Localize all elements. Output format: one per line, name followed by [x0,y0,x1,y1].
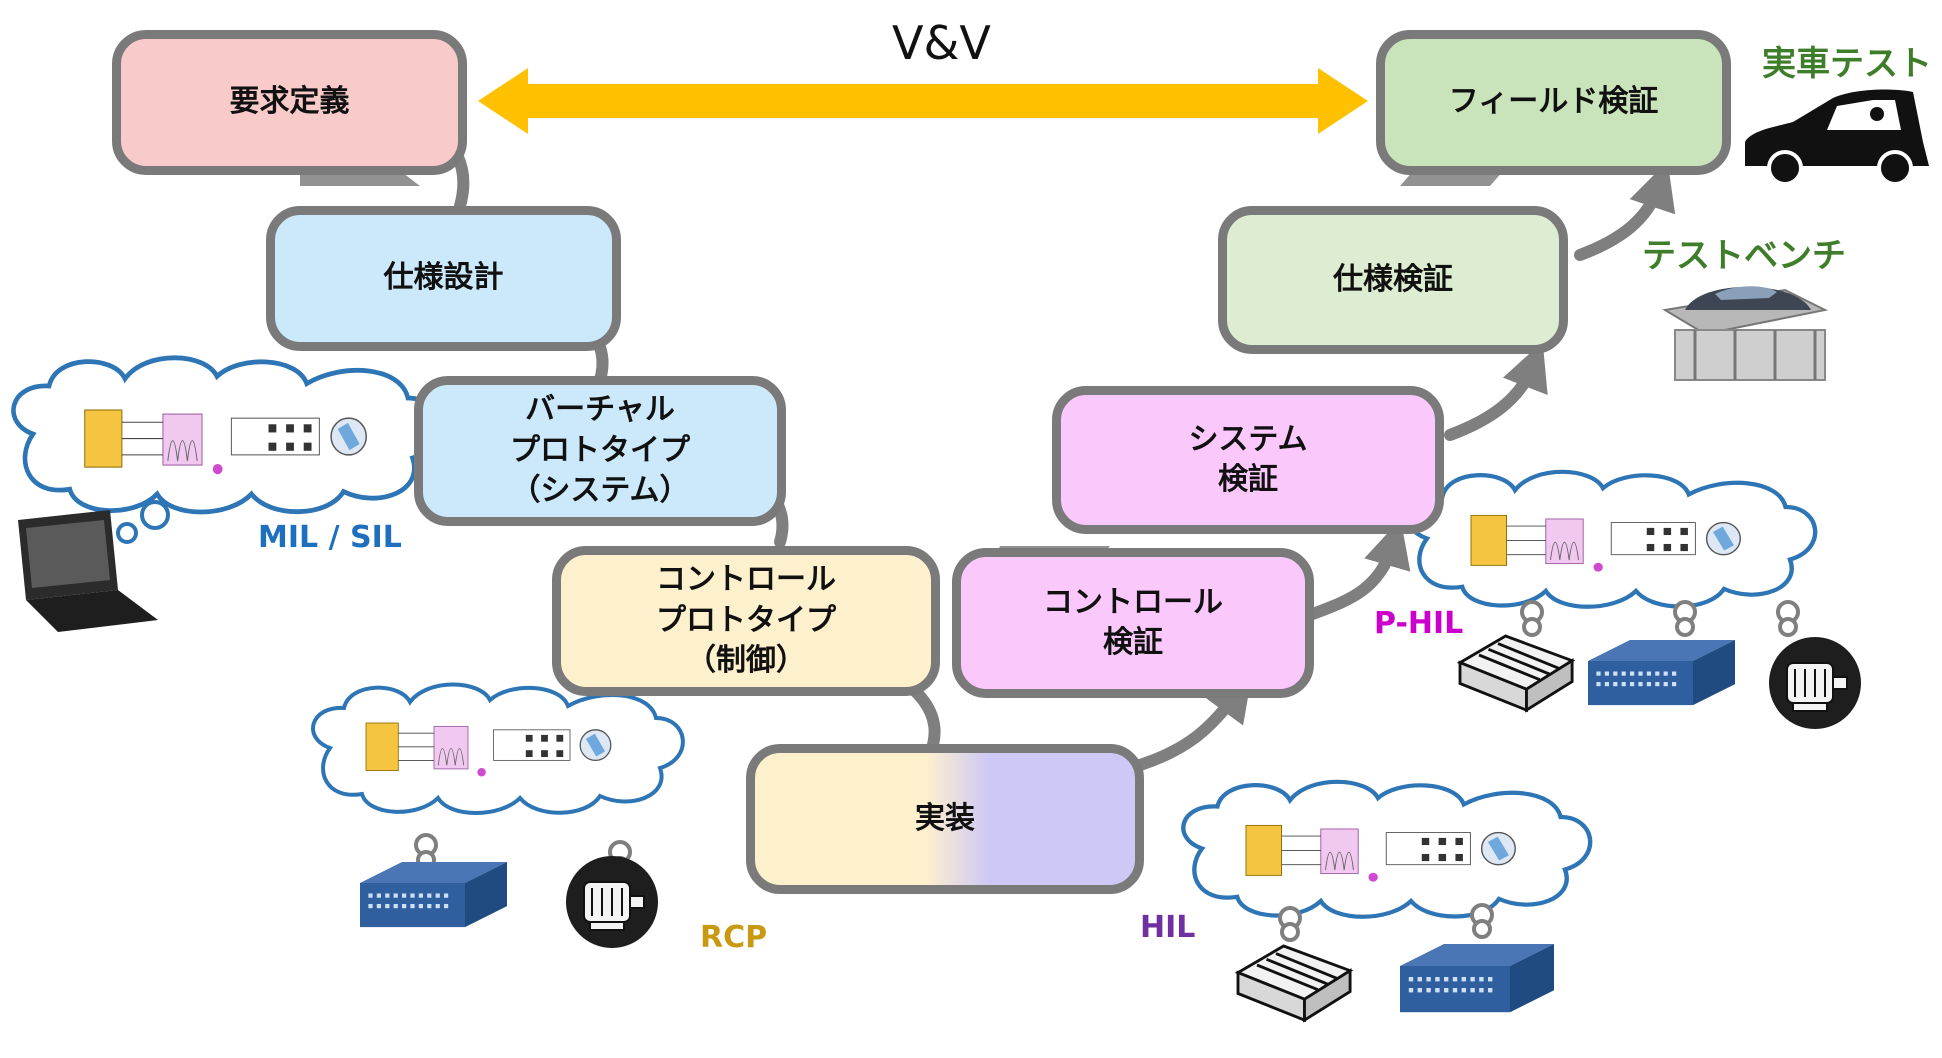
cloud-hil [1183,782,1590,917]
cloud-rcp [311,682,685,815]
control-verif-line1: コントロール [1043,584,1223,620]
laptop-icon [18,510,158,632]
cloud-phil [1408,472,1815,607]
spec-design-box: 仕様設計 [266,206,621,351]
car-icon [1745,89,1929,186]
car-test-label: 実車テスト [1762,44,1932,84]
phil-label: P-HIL [1374,606,1464,641]
rack-icon [360,862,507,928]
system-verification-box: システム 検証 [1052,386,1444,534]
virtual-line1: バーチャル [525,392,675,428]
rack-icon-hil [1400,944,1554,1013]
cloud-mil-sil [13,358,438,512]
control-verif-line2: 検証 [1103,625,1163,660]
inverter-icon-phil [1458,634,1574,712]
control-proto-line2: プロトタイプ [656,602,836,638]
implementation-box: 実装 [746,744,1144,894]
control-verification-box: コントロール 検証 [952,548,1314,698]
system-verif-line1: システム [1188,421,1308,457]
control-prototype-box: コントロール プロトタイプ （制御） [552,546,940,696]
system-verif-line2: 検証 [1218,462,1278,497]
test-bench-icon [1662,286,1829,381]
mil-sil-label: MIL / SIL [258,520,402,555]
spec-verif-label: 仕様検証 [1333,261,1453,297]
vv-arrow [478,68,1368,134]
thought-bubble-1 [140,500,170,530]
control-proto-line1: コントロール [656,562,836,598]
field-verification-box: フィールド検証 [1376,30,1731,175]
requirements-label: 要求定義 [229,84,350,120]
virtual-line2: プロトタイプ [510,432,690,468]
thought-bubble-2 [116,522,138,544]
spec-verification-box: 仕様検証 [1218,206,1568,354]
control-proto-line3: （制御） [686,643,806,679]
vv-label: V&V [892,16,991,70]
field-verif-label: フィールド検証 [1448,84,1659,120]
requirements-box: 要求定義 [112,30,467,175]
inverter-icon [1236,944,1352,1022]
rcp-label: RCP [700,920,768,955]
implementation-label: 実装 [915,800,975,836]
virtual-prototype-box: バーチャル プロトタイプ （システム） [414,376,786,526]
motor-icon-phil [1768,636,1862,730]
motor-icon [565,855,659,949]
test-bench-label: テストベンチ [1642,236,1846,276]
rack-icon-phil [1588,640,1735,706]
hil-label: HIL [1140,910,1196,945]
virtual-line3: （システム） [510,473,690,509]
spec-design-label: 仕様設計 [383,260,504,296]
